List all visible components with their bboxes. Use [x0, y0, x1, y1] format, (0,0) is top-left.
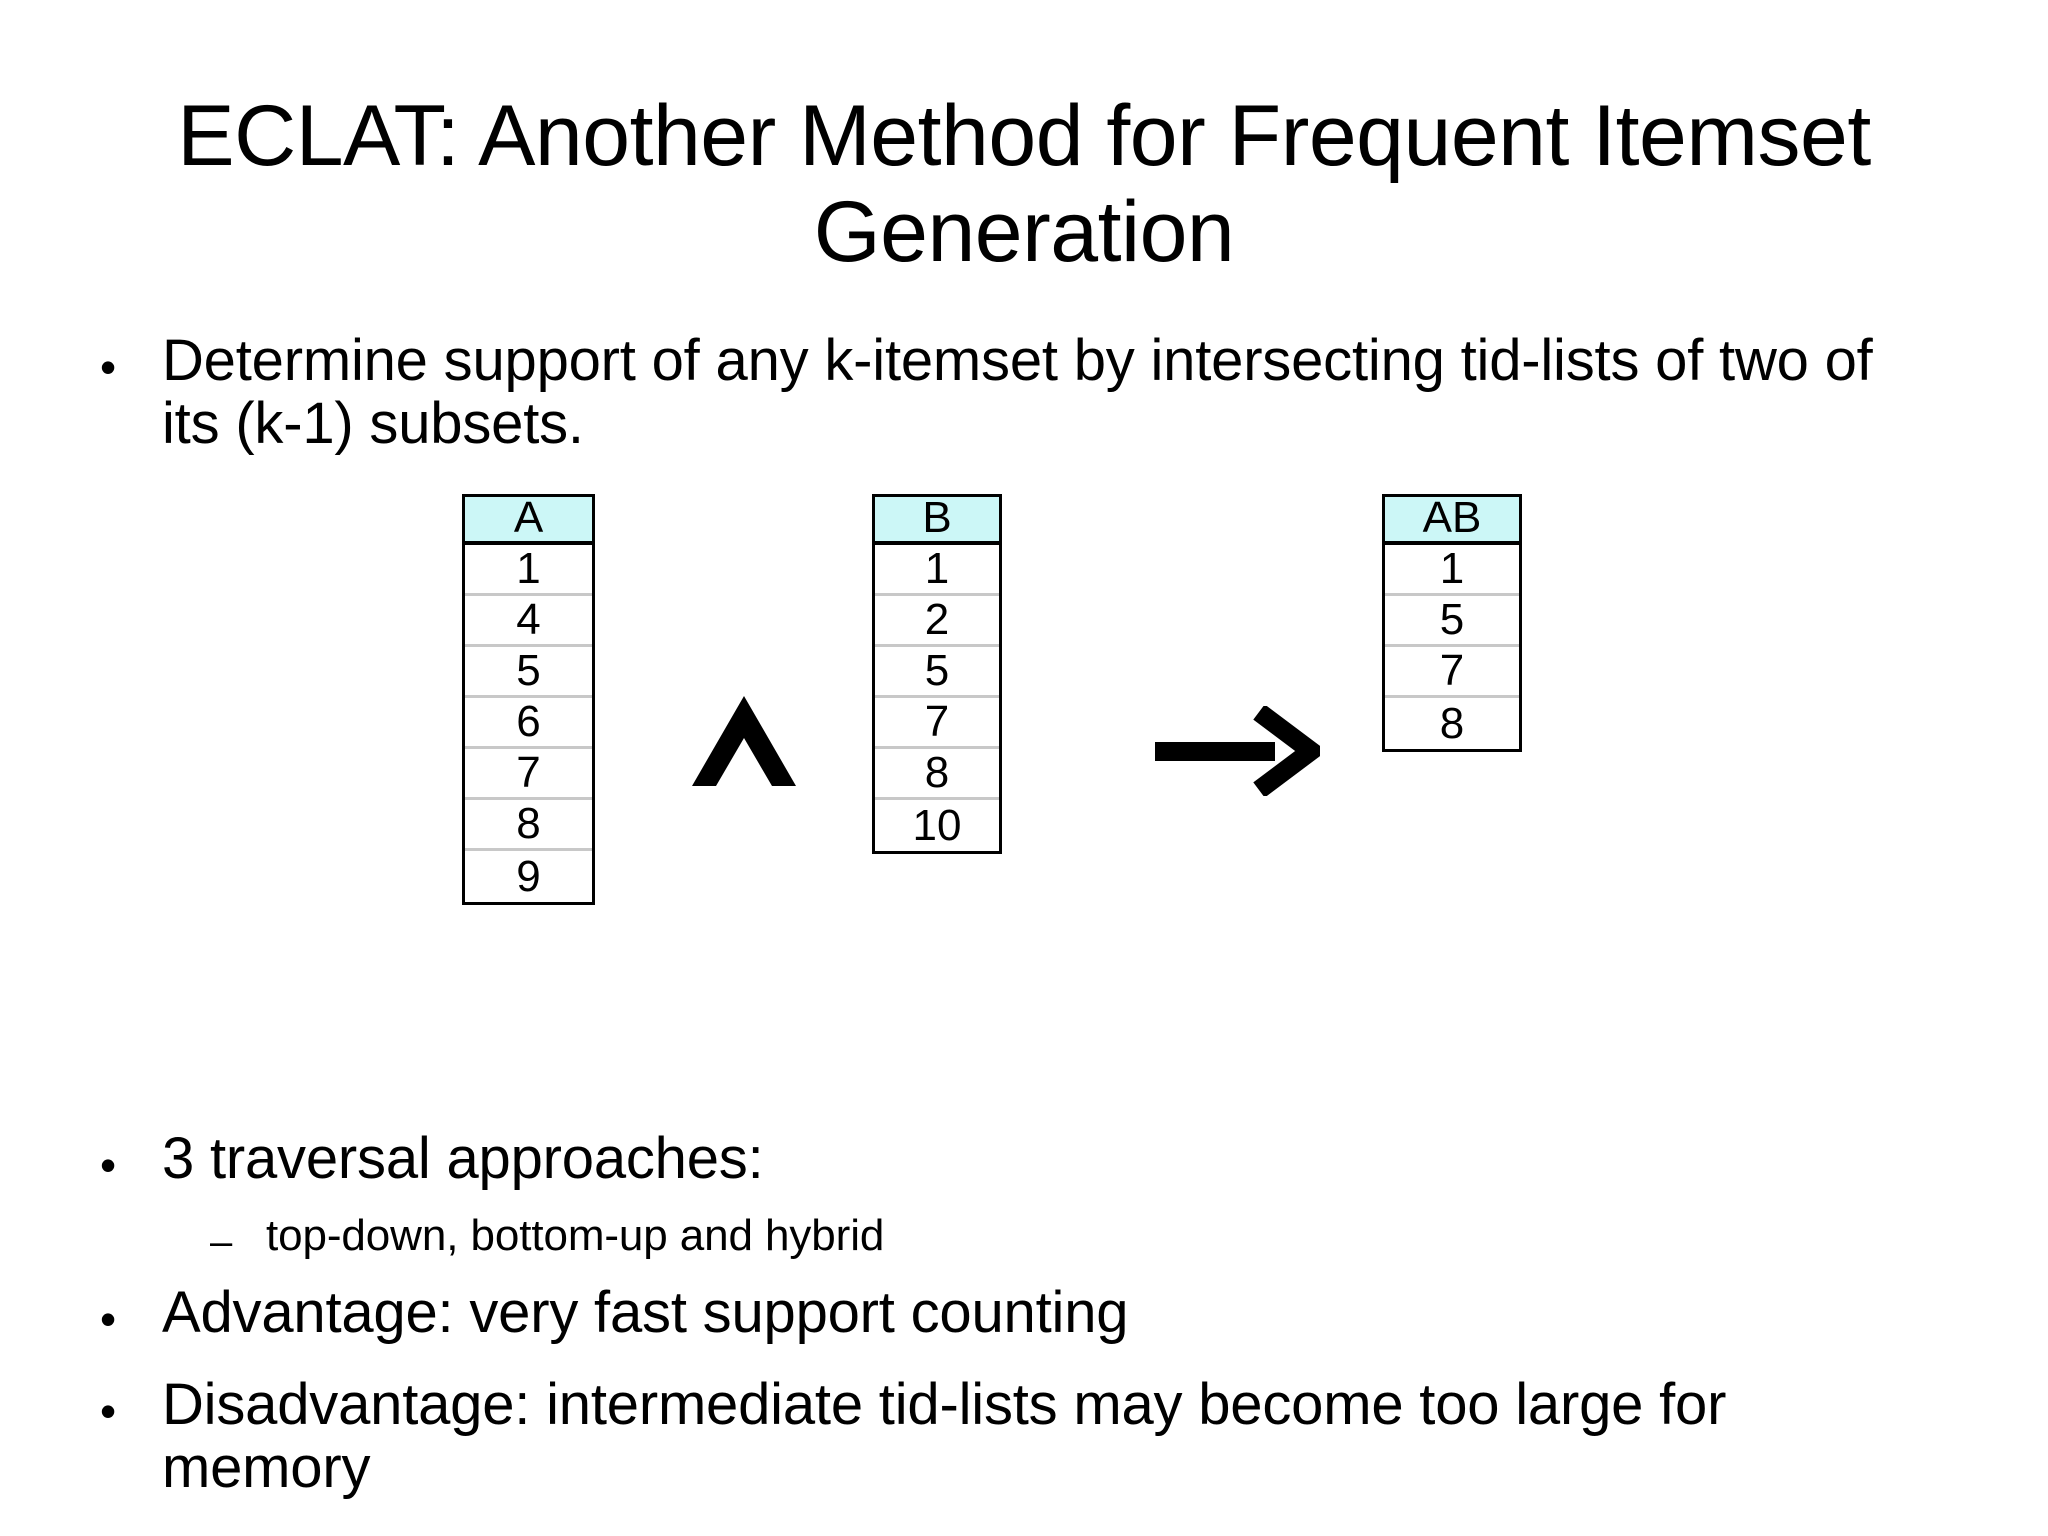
tidlist-b-cell: 5: [875, 647, 999, 698]
tidlist-b-header: B: [875, 496, 999, 545]
tidlist-b-cell: 7: [875, 698, 999, 749]
tidlist-ab-cell: 8: [1439, 698, 1465, 748]
bullet-disadvantage: • Disadvantage: intermediate tid-lists m…: [100, 1372, 1970, 1500]
tidlist-a-cell: 8: [465, 800, 592, 851]
tidlist-a-cell: 5: [465, 647, 592, 698]
tidlist-ab-cell: 1: [1385, 545, 1519, 596]
bullet-traversal-approaches: • 3 traversal approaches:: [100, 1126, 1700, 1191]
tidlist-b-cell: 1: [875, 545, 999, 596]
subbullet-traversal-modes-text: top-down, bottom-up and hybrid: [266, 1211, 885, 1260]
bullet-advantage-text: Advantage: very fast support counting: [162, 1280, 1129, 1345]
tidlist-b-cell: 10: [912, 800, 962, 850]
tidlist-a-header: A: [465, 496, 592, 545]
bullet-traversal-approaches-text: 3 traversal approaches:: [162, 1126, 764, 1191]
bullet-dot-icon: •: [100, 1139, 117, 1191]
bullet-determine-support-text: Determine support of any k-itemset by in…: [162, 328, 1873, 456]
tidlist-a-cell: 1: [465, 545, 592, 596]
tidlist-b-cell: 2: [875, 596, 999, 647]
tidlist-b-cell: 8: [875, 749, 999, 800]
tidlist-ab-cell: 5: [1385, 596, 1519, 647]
bullet-dot-icon: •: [100, 1385, 117, 1437]
tidlist-ab-cell: 7: [1385, 647, 1519, 698]
bullet-determine-support: • Determine support of any k-itemset by …: [100, 328, 1970, 456]
tidlist-table-ab: AB 1 5 7 8: [1382, 494, 1522, 752]
tidlist-ab-header: AB: [1385, 496, 1519, 545]
logical-and-wedge-icon: [684, 682, 804, 802]
tidlist-a-cell: 4: [465, 596, 592, 647]
bullet-disadvantage-text: Disadvantage: intermediate tid-lists may…: [162, 1372, 1727, 1500]
bullet-dash-icon: –: [210, 1220, 233, 1264]
bullet-dot-icon: •: [100, 341, 117, 393]
tidlist-table-a: A 1 4 5 6 7 8 9: [462, 494, 595, 905]
tidlist-a-cell: 6: [465, 698, 592, 749]
right-arrow-icon: [1155, 704, 1327, 798]
subbullet-traversal-modes: – top-down, bottom-up and hybrid: [210, 1211, 1610, 1264]
bullet-dot-icon: •: [100, 1293, 117, 1345]
bullet-advantage: • Advantage: very fast support counting: [100, 1280, 1800, 1345]
tidlist-a-cell: 7: [465, 749, 592, 800]
tidlist-table-b: B 1 2 5 7 8 10: [872, 494, 1002, 854]
tidlist-a-cell: 9: [516, 851, 541, 901]
page-title: ECLAT: Another Method for Frequent Items…: [177, 88, 1871, 281]
